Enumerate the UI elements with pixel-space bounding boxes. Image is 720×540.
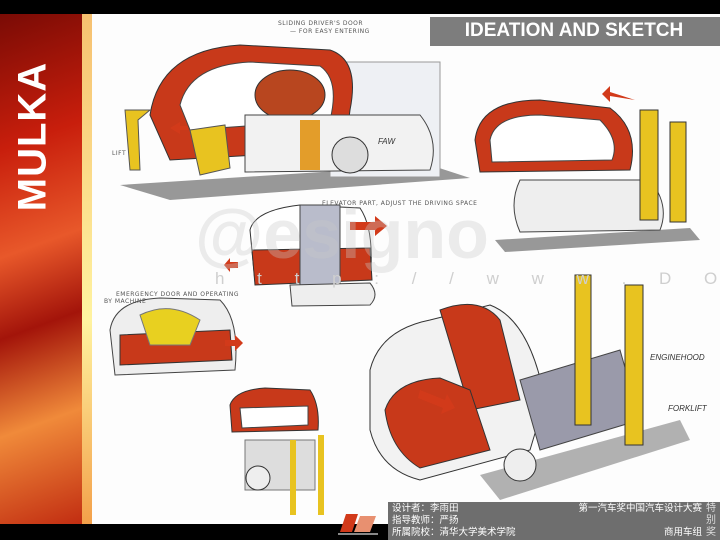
sketch-side-door (120, 44, 470, 200)
label-engine-hood: ENGINEHOOD (650, 353, 705, 362)
sketch-small-cab (229, 387, 324, 515)
award: 特别奖 (706, 503, 716, 538)
vehicle-sketches (109, 44, 700, 515)
note-elevator-part: ELEVATOR PART, ADJUST THE DRIVING SPACE (322, 200, 478, 207)
page-title: IDEATION AND SKETCH (464, 20, 684, 41)
sketch-emergency-door (109, 297, 243, 376)
title-bar: IDEATION AND SKETCH (430, 17, 720, 46)
advisor: 指导教师：严扬 (392, 515, 459, 526)
watermark-url: h t t p : / / w w w . D O L C N . c o m (215, 269, 720, 288)
watermark-logo: @esigno (195, 195, 489, 273)
competition-name: 第一汽车奖中国汽车设计大赛 (578, 503, 702, 514)
caption-bar: 设计者：李雨田 指导教师：严扬 所属院校：清华大学美术学院 第一汽车奖中国汽车设… (388, 502, 720, 540)
note-sliding-door: SLIDING DRIVER'S DOOR (278, 20, 364, 27)
note-lift: LIFT (112, 150, 127, 157)
school: 所属院校：清华大学美术学院 (392, 527, 516, 538)
note-sliding-door-2: — FOR EASY ENTERING (290, 28, 370, 35)
category: 商用车组 (663, 527, 702, 538)
brand-side-panel: MULKA (0, 14, 92, 524)
designer: 设计者：李雨田 (392, 503, 459, 514)
sketch-area: @esigno h t t p : / / w w w . D O L C N … (0, 14, 720, 524)
brand-mark-faw: FAW (378, 137, 396, 146)
sketch-forklift (369, 274, 690, 500)
note-emergency-door-2: BY MACHINE (104, 298, 147, 305)
sketch-elevated-cab (474, 86, 700, 252)
side-strip (82, 14, 92, 524)
label-forklift: FORKLIFT (668, 404, 707, 413)
competition-logo-icon (338, 514, 378, 535)
note-emergency-door: EMERGENCY DOOR AND OPERATING (116, 291, 240, 298)
sketch-elevator-part (224, 204, 387, 307)
